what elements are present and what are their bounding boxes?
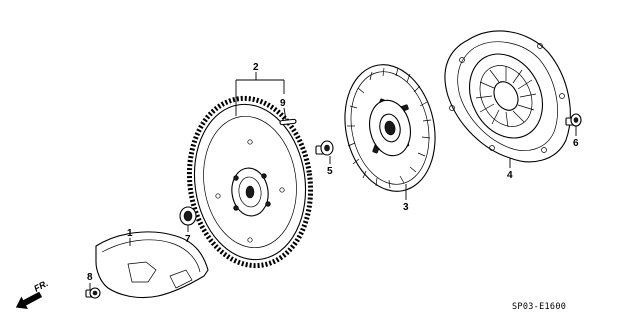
- leader-lines: [89, 72, 577, 290]
- callout-8: 8: [87, 272, 93, 283]
- direction-label: FR.: [32, 278, 49, 294]
- callout-6: 6: [573, 138, 579, 149]
- drawing-code: SP03-E1600: [512, 302, 566, 312]
- pilot-bearing: [179, 206, 197, 226]
- callout-5: 5: [327, 166, 333, 177]
- flywheel: [186, 95, 314, 269]
- callout-7: 7: [185, 234, 191, 245]
- cover-bolt: [85, 287, 101, 299]
- cover-plate: [95, 231, 209, 299]
- callout-3: 3: [403, 202, 409, 213]
- flywheel-bolt: [315, 140, 334, 156]
- front-direction-arrow: [15, 291, 43, 309]
- pressure-plate: [444, 30, 571, 163]
- callout-1: 1: [127, 228, 133, 239]
- callout-9: 9: [280, 98, 286, 109]
- clutch-disc: [344, 64, 436, 192]
- dowel-pin: [279, 118, 297, 126]
- callout-4: 4: [507, 170, 513, 181]
- callout-2: 2: [253, 62, 259, 73]
